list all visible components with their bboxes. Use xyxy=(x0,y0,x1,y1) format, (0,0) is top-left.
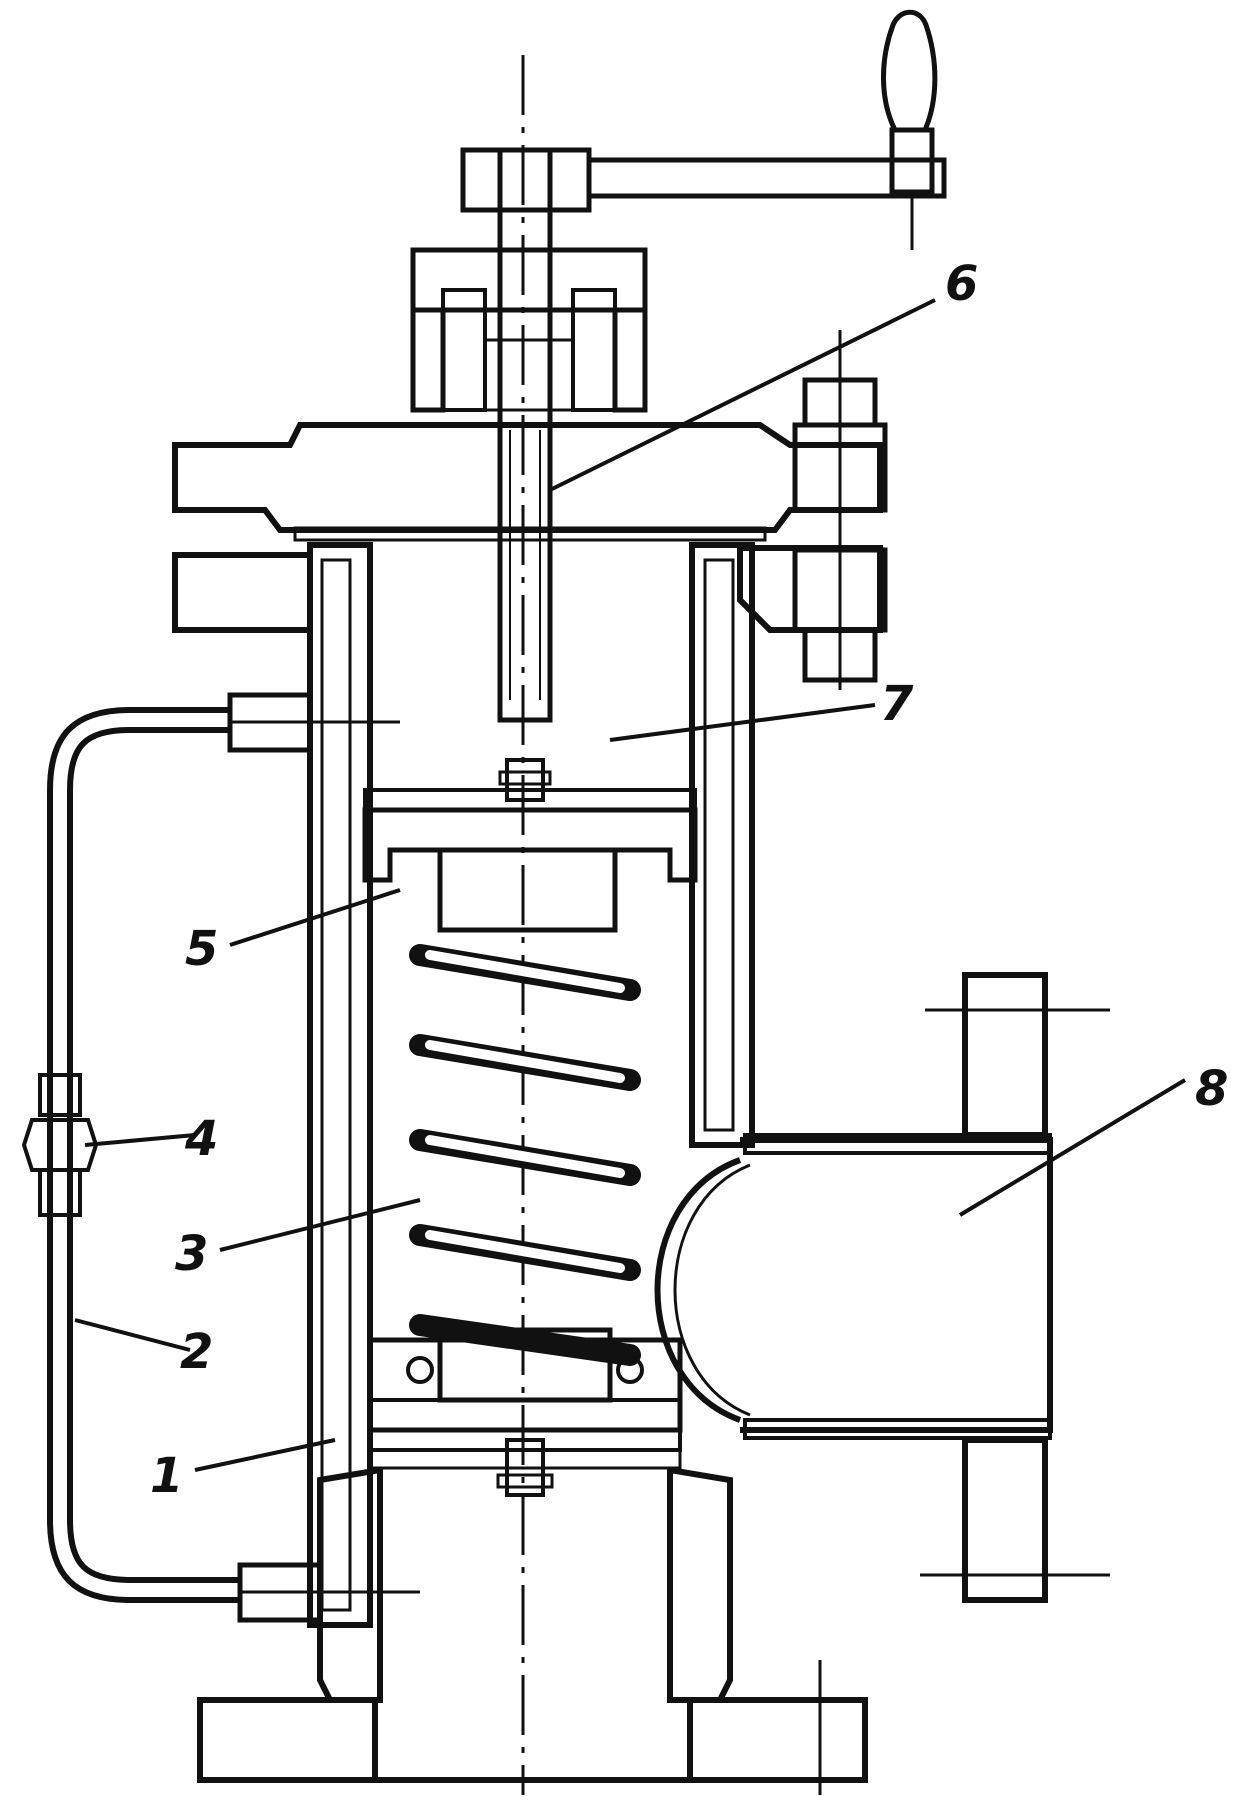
inlet-body xyxy=(197,1466,868,1795)
bonnet-cover xyxy=(172,422,883,542)
gland-nut xyxy=(410,247,648,413)
bypass-pipe xyxy=(47,692,420,1623)
callout-7: 7 xyxy=(880,676,914,732)
coil-spring xyxy=(409,944,641,1366)
flange-bolt xyxy=(792,330,888,690)
callout-5: 5 xyxy=(185,921,218,977)
callout-2: 2 xyxy=(180,1324,213,1380)
callout-4: 4 xyxy=(184,1111,218,1167)
callout-8: 8 xyxy=(1195,1061,1228,1117)
leader-lines xyxy=(74,298,1187,1472)
valve-housing-walls xyxy=(307,542,755,1628)
bypass-valve xyxy=(21,1073,99,1217)
adjusting-spindle xyxy=(497,147,553,723)
lower-valve-disc xyxy=(367,1327,683,1497)
outlet-branch xyxy=(654,972,1110,1603)
hand-lever xyxy=(460,9,947,250)
body-upper-flange xyxy=(172,545,883,633)
callout-1: 1 xyxy=(150,1448,183,1504)
upper-piston xyxy=(362,758,698,933)
callout-3: 3 xyxy=(175,1226,208,1282)
callout-6: 6 xyxy=(945,256,978,312)
